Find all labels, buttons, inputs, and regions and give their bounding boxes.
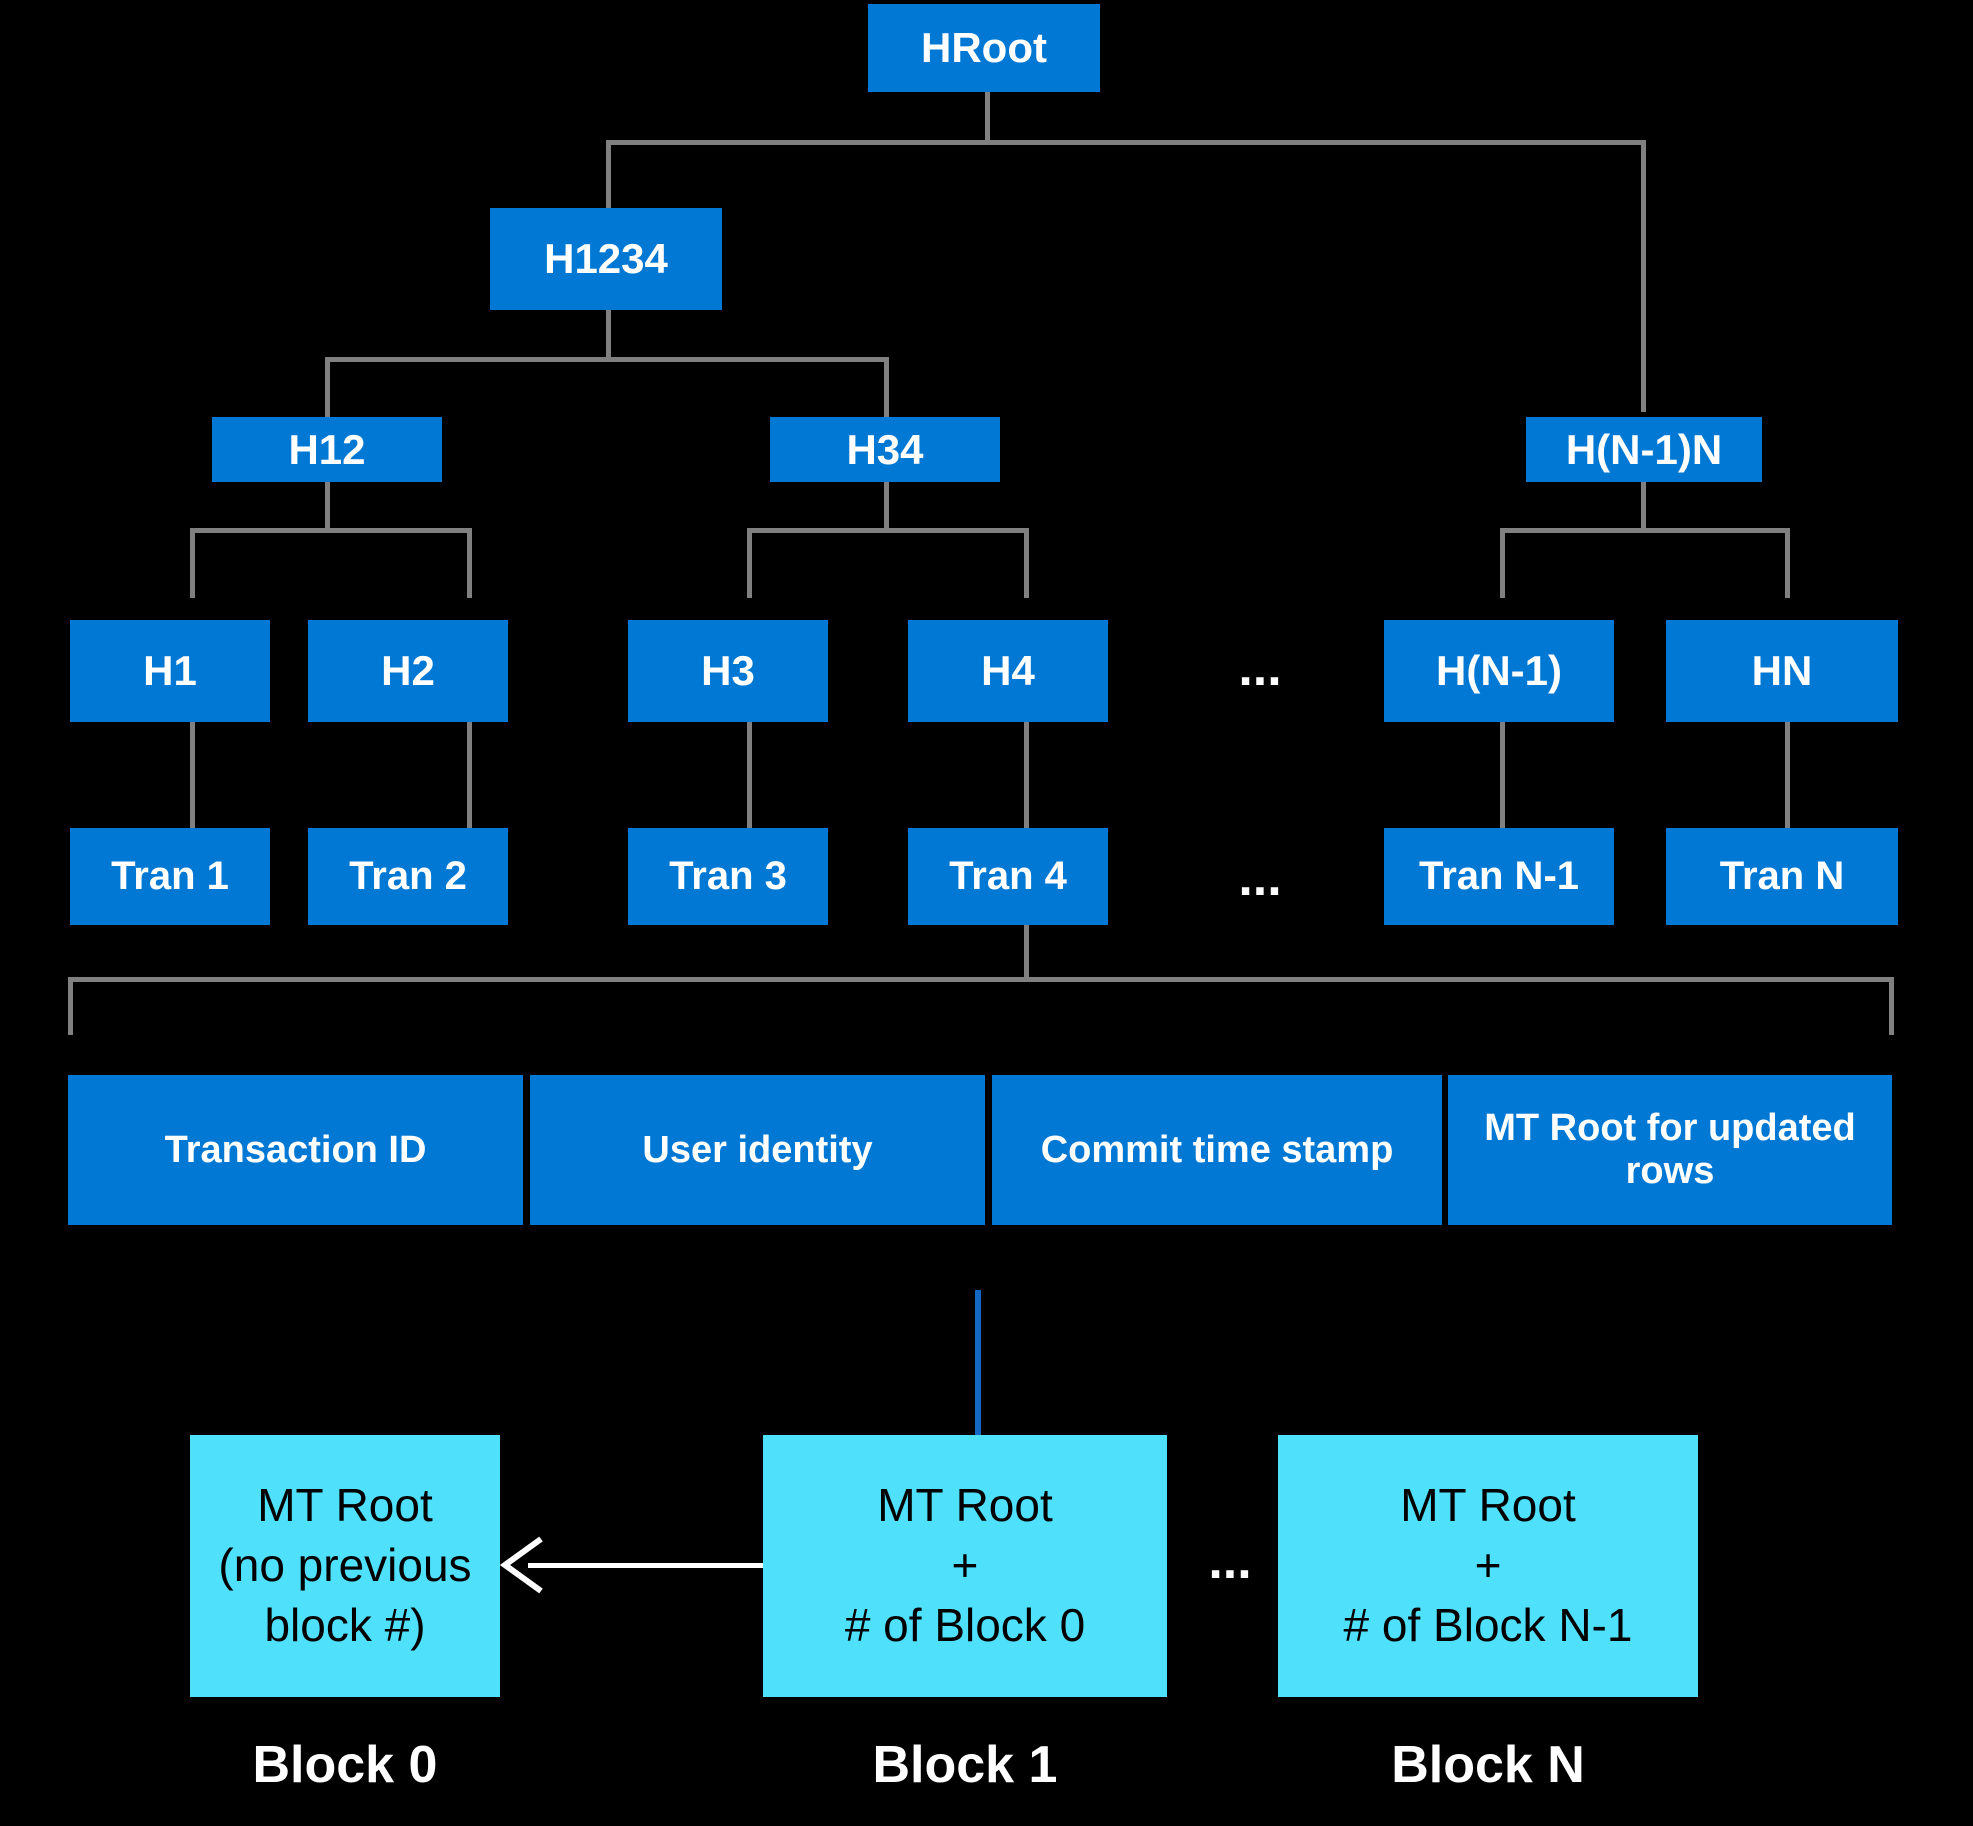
connector-h12-to-h2: [467, 528, 472, 598]
connector-h12-to-h1: [190, 528, 195, 598]
node-hn1n[interactable]: H(N-1)N: [1526, 417, 1762, 482]
arrow-block1-to-block0-shaft: [528, 1563, 763, 1568]
node-tran-2-label: Tran 2: [349, 854, 467, 899]
connector-hroot-span: [606, 140, 1646, 145]
connector-hn1-to-trann1: [1500, 722, 1505, 834]
connector-record-bracket: [68, 977, 1894, 982]
block-caption-1: Block 1: [763, 1735, 1167, 1795]
node-hn-label: HN: [1751, 647, 1813, 695]
connector-hroot-to-hn1n: [1641, 140, 1646, 412]
connector-tran4-down: [1024, 925, 1029, 981]
record-field-transaction-id[interactable]: Transaction ID: [68, 1075, 523, 1225]
record-field-transaction-id-label: Transaction ID: [164, 1128, 427, 1171]
node-h34-label: H34: [846, 425, 924, 473]
block-node-n[interactable]: MT Root + # of Block N-1: [1278, 1435, 1698, 1697]
node-tran-3-label: Tran 3: [669, 854, 787, 899]
block-node-n-text: MT Root + # of Block N-1: [1343, 1479, 1633, 1651]
connector-h34-to-h3: [747, 528, 752, 598]
connector-hn1n-to-hn: [1785, 528, 1790, 598]
ellipsis-transaction-row: ...: [1238, 849, 1282, 907]
node-tran-n-1-label: Tran N-1: [1418, 854, 1580, 899]
block-node-1[interactable]: MT Root + # of Block 0: [763, 1435, 1167, 1697]
node-tran-3[interactable]: Tran 3: [628, 828, 828, 925]
connector-h1234-to-h12: [325, 357, 330, 417]
node-h12-label: H12: [288, 425, 366, 473]
record-field-user-identity-label: User identity: [642, 1128, 873, 1171]
connector-hn1n-span: [1500, 528, 1790, 533]
record-field-commit-time-stamp-label: Commit time stamp: [1040, 1128, 1394, 1171]
block-node-0-text: MT Root (no previous block #): [218, 1479, 472, 1651]
node-h34[interactable]: H34: [770, 417, 1000, 482]
node-h1-label: H1: [143, 647, 197, 695]
node-tran-n[interactable]: Tran N: [1666, 828, 1898, 925]
block-node-0[interactable]: MT Root (no previous block #): [190, 1435, 500, 1697]
node-h2-label: H2: [381, 647, 435, 695]
record-field-commit-time-stamp[interactable]: Commit time stamp: [992, 1075, 1442, 1225]
node-tran-4-label: Tran 4: [949, 854, 1067, 899]
node-h1[interactable]: H1: [70, 620, 270, 722]
block-caption-0: Block 0: [190, 1735, 500, 1795]
node-hroot[interactable]: HRoot: [868, 4, 1100, 92]
node-hroot-label: HRoot: [921, 24, 1047, 72]
node-h1234-label: H1234: [544, 235, 668, 283]
connector-h34-down: [884, 482, 889, 532]
node-hn[interactable]: HN: [1666, 620, 1898, 722]
record-field-user-identity[interactable]: User identity: [530, 1075, 985, 1225]
node-h4-label: H4: [981, 647, 1035, 695]
connector-h1234-span: [325, 357, 889, 362]
connector-hn1n-down: [1641, 482, 1646, 532]
block-node-1-text: MT Root + # of Block 0: [844, 1479, 1086, 1651]
connector-bracket-left-stub: [68, 977, 73, 1035]
connector-h3-to-tran3: [747, 722, 752, 834]
connector-h1234-to-h34: [884, 357, 889, 417]
node-h2[interactable]: H2: [308, 620, 508, 722]
node-h4[interactable]: H4: [908, 620, 1108, 722]
connector-h2-to-tran2: [467, 722, 472, 834]
connector-h34-to-h4: [1024, 528, 1029, 598]
block-caption-1-label: Block 1: [872, 1736, 1058, 1794]
connector-h1-to-tran1: [190, 722, 195, 834]
connector-h12-down: [325, 482, 330, 532]
block-caption-0-label: Block 0: [252, 1736, 438, 1794]
block-caption-n-label: Block N: [1391, 1736, 1585, 1794]
connector-hn1n-to-hn1: [1500, 528, 1505, 598]
connector-h1234-down: [606, 310, 611, 360]
connector-bracket-right-stub: [1889, 977, 1894, 1035]
node-tran-n-1[interactable]: Tran N-1: [1384, 828, 1614, 925]
record-field-mt-root-updated-rows[interactable]: MT Root for updated rows: [1448, 1075, 1892, 1225]
node-h1234[interactable]: H1234: [490, 208, 722, 310]
node-tran-1-label: Tran 1: [111, 854, 229, 899]
ellipsis-blockchain: ...: [1208, 1532, 1252, 1590]
node-hn1-label: H(N-1): [1436, 647, 1562, 695]
node-tran-2[interactable]: Tran 2: [308, 828, 508, 925]
node-tran-1[interactable]: Tran 1: [70, 828, 270, 925]
connector-record-to-block1: [975, 1290, 981, 1438]
connector-h4-to-tran4: [1024, 722, 1029, 834]
node-tran-n-label: Tran N: [1719, 854, 1845, 899]
ellipsis-hash-row: ...: [1238, 639, 1282, 697]
connector-hroot-down: [985, 92, 990, 142]
block-caption-n: Block N: [1278, 1735, 1698, 1795]
node-h3-label: H3: [701, 647, 755, 695]
node-hn1n-label: H(N-1)N: [1565, 425, 1723, 473]
connector-h34-span: [747, 528, 1029, 533]
connector-h12-span: [190, 528, 472, 533]
node-h3[interactable]: H3: [628, 620, 828, 722]
connector-hroot-to-h1234: [606, 140, 611, 208]
connector-hn-to-trann: [1785, 722, 1790, 834]
node-h12[interactable]: H12: [212, 417, 442, 482]
record-field-mt-root-updated-rows-label: MT Root for updated rows: [1484, 1107, 1856, 1192]
arrow-block1-to-block0-head: [499, 1536, 543, 1594]
node-tran-4[interactable]: Tran 4: [908, 828, 1108, 925]
node-hn1[interactable]: H(N-1): [1384, 620, 1614, 722]
